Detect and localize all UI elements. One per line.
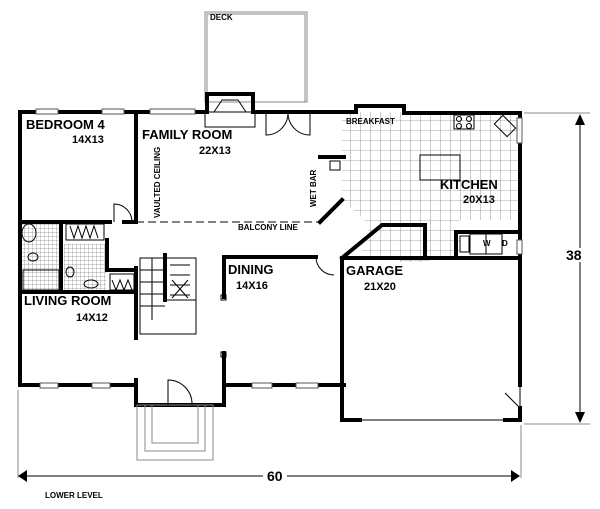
room-name-kitchen: KITCHEN [440,177,498,192]
balcony-line-label: BALCONY LINE [238,223,298,232]
room-size-kitchen: 20X13 [463,194,495,206]
room-name-garage: GARAGE [346,263,404,278]
deck-label: DECK [210,13,233,22]
deck-outline [204,11,308,103]
washer-label: W [483,239,491,248]
room-name-family-room: FAMILY ROOM [142,127,233,142]
room-name-dining: DINING [228,262,274,277]
room-name-living-room: LIVING ROOM [24,293,112,308]
room-name-bedroom-4: BEDROOM 4 [26,117,105,132]
depth-dimension-label: 38 [566,247,582,263]
room-size-living-room: 14X12 [76,312,108,324]
wet-bar-label: WET BAR [309,169,318,207]
width-dimension-label: 60 [263,469,287,483]
dimension-lines [17,112,590,482]
level-label: LOWER LEVEL [45,491,103,500]
staircase [139,257,197,335]
room-size-bedroom-4: 14X13 [72,134,104,146]
room-size-garage: 21X20 [364,281,396,293]
breakfast-label: BREAKFAST [346,117,395,126]
room-size-dining: 14X16 [236,280,268,292]
room-size-family-room: 22X13 [199,145,231,157]
dryer-label: D [502,239,508,248]
front-porch [136,404,214,461]
vaulted-ceiling-label: VAULTED CEILING [153,146,162,218]
